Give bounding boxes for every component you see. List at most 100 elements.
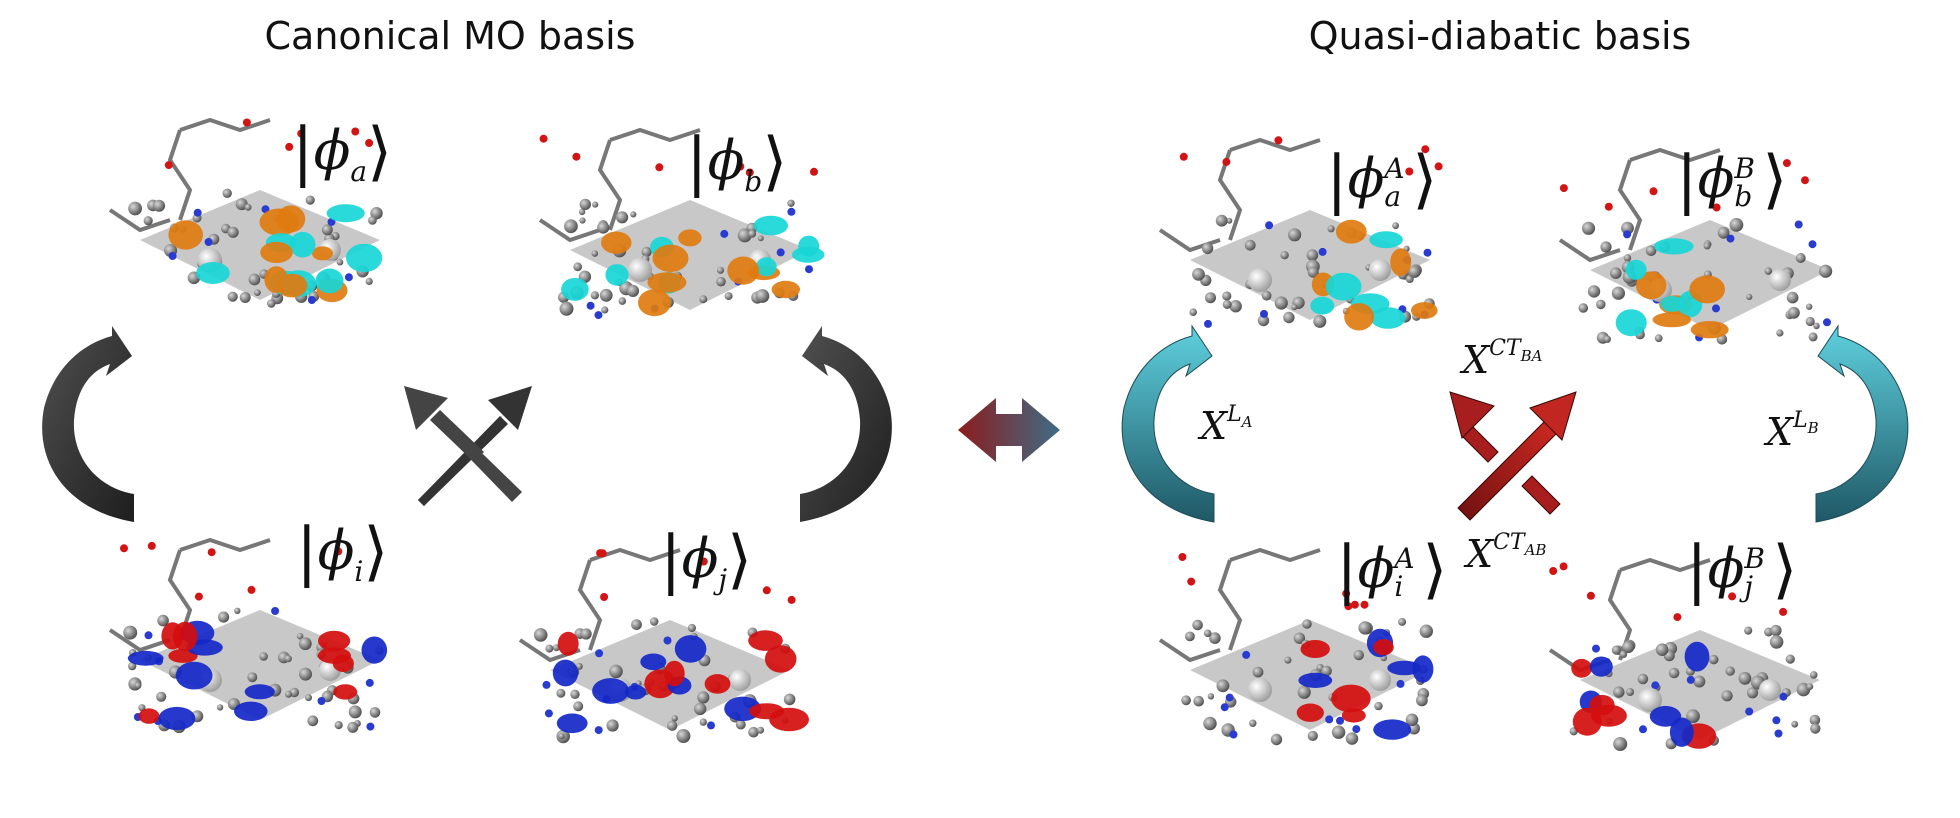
atom xyxy=(1686,709,1700,724)
bond-skeleton xyxy=(1558,147,1721,263)
nitrogen-atom xyxy=(1623,230,1632,239)
atom xyxy=(699,718,707,726)
orbital-lobe xyxy=(1387,660,1422,676)
atom xyxy=(1645,245,1657,257)
nitrogen-atom xyxy=(365,678,374,687)
atom xyxy=(1693,675,1706,688)
nitrogen-atom xyxy=(344,273,353,282)
metal-center xyxy=(1638,688,1662,712)
orbital-lobe xyxy=(1652,312,1692,328)
oxygen-atom xyxy=(164,161,173,170)
atom xyxy=(641,246,652,257)
atom xyxy=(267,299,276,308)
atom xyxy=(128,201,143,216)
atom xyxy=(1229,300,1242,313)
orbital-lobe xyxy=(1325,272,1362,301)
orbital-lobe xyxy=(674,635,707,663)
atom xyxy=(1613,737,1628,751)
orbital-lobe xyxy=(1615,309,1647,337)
nitrogen-atom xyxy=(787,207,796,216)
atom xyxy=(697,691,710,704)
nitrogen-atom xyxy=(1423,248,1432,257)
atom xyxy=(1806,683,1814,690)
orbital-lobe xyxy=(276,273,308,298)
oxygen-atom xyxy=(1342,589,1351,598)
orbital-lobe xyxy=(753,215,788,236)
atom xyxy=(579,198,591,211)
atom xyxy=(156,691,167,702)
oxygen-atom xyxy=(1179,152,1188,161)
atom xyxy=(1297,685,1311,699)
nitrogen-atom xyxy=(1318,247,1327,256)
atom xyxy=(1581,221,1596,235)
oxygen-atom xyxy=(247,585,256,594)
metal-center xyxy=(1769,269,1791,291)
ket-phi-j: |ϕj⟩ xyxy=(660,523,753,597)
oxygen-atom xyxy=(572,152,581,161)
orbital-lobe xyxy=(638,289,671,317)
atom xyxy=(676,729,691,743)
atom xyxy=(1293,632,1306,644)
metal-center xyxy=(628,258,652,282)
molecule-phi-j-B xyxy=(1548,557,1821,751)
atom xyxy=(1193,695,1204,707)
orbital-lobe xyxy=(1684,641,1710,672)
nitrogen-atom xyxy=(1242,650,1251,659)
atom xyxy=(1261,290,1272,301)
atom xyxy=(143,216,153,226)
atom xyxy=(153,199,166,212)
nitrogen-atom xyxy=(1225,693,1234,702)
oxygen-atom xyxy=(1222,157,1231,166)
oxygen-atom xyxy=(1586,591,1595,600)
metal-center xyxy=(729,669,751,691)
atom xyxy=(1578,303,1589,313)
atom xyxy=(1203,629,1212,638)
orbital-lobe xyxy=(557,631,579,656)
atom xyxy=(1222,300,1232,309)
oxygen-atom xyxy=(365,139,374,147)
atom xyxy=(247,672,258,683)
nitrogen-atom xyxy=(1686,675,1695,684)
atom xyxy=(1788,306,1800,319)
atom xyxy=(559,301,574,316)
metal-center xyxy=(1248,678,1272,702)
atom xyxy=(1717,226,1730,239)
atom xyxy=(1209,632,1221,644)
atom xyxy=(227,226,239,238)
orbital-lobe xyxy=(158,706,196,731)
molecule-phi-i xyxy=(108,537,388,734)
orbital-lobe xyxy=(1625,259,1647,280)
atom xyxy=(667,720,678,731)
atom xyxy=(1419,624,1434,638)
orbital-lobe xyxy=(1369,231,1403,249)
ket-phi-i: |ϕi⟩ xyxy=(296,515,389,589)
atom xyxy=(347,721,359,733)
orbital-lobe xyxy=(1300,640,1330,658)
oxygen-atom xyxy=(1604,202,1613,211)
atom xyxy=(1327,225,1335,233)
atom xyxy=(716,276,726,287)
atom xyxy=(671,715,678,722)
atom xyxy=(1392,222,1399,230)
oxygen-atom xyxy=(351,127,360,136)
atom xyxy=(579,217,586,224)
atom xyxy=(1611,645,1621,655)
atom xyxy=(599,288,613,302)
orbital-lobe xyxy=(326,204,365,223)
bond-skeleton xyxy=(1158,547,1321,663)
atom xyxy=(1810,723,1821,734)
atom xyxy=(305,195,315,205)
atom xyxy=(533,628,548,642)
orbital-lobe xyxy=(1373,639,1394,656)
orbital-lobe xyxy=(1296,703,1324,722)
atom xyxy=(626,284,640,297)
oxygen-atom xyxy=(736,162,745,171)
nitrogen-atom xyxy=(720,229,729,238)
atom xyxy=(1283,311,1295,324)
atom xyxy=(1345,732,1359,745)
oxygen-atom xyxy=(762,586,771,595)
oxygen-atom xyxy=(699,557,708,566)
orbital-lobe xyxy=(748,630,783,651)
oxygen-atom xyxy=(1344,602,1353,611)
